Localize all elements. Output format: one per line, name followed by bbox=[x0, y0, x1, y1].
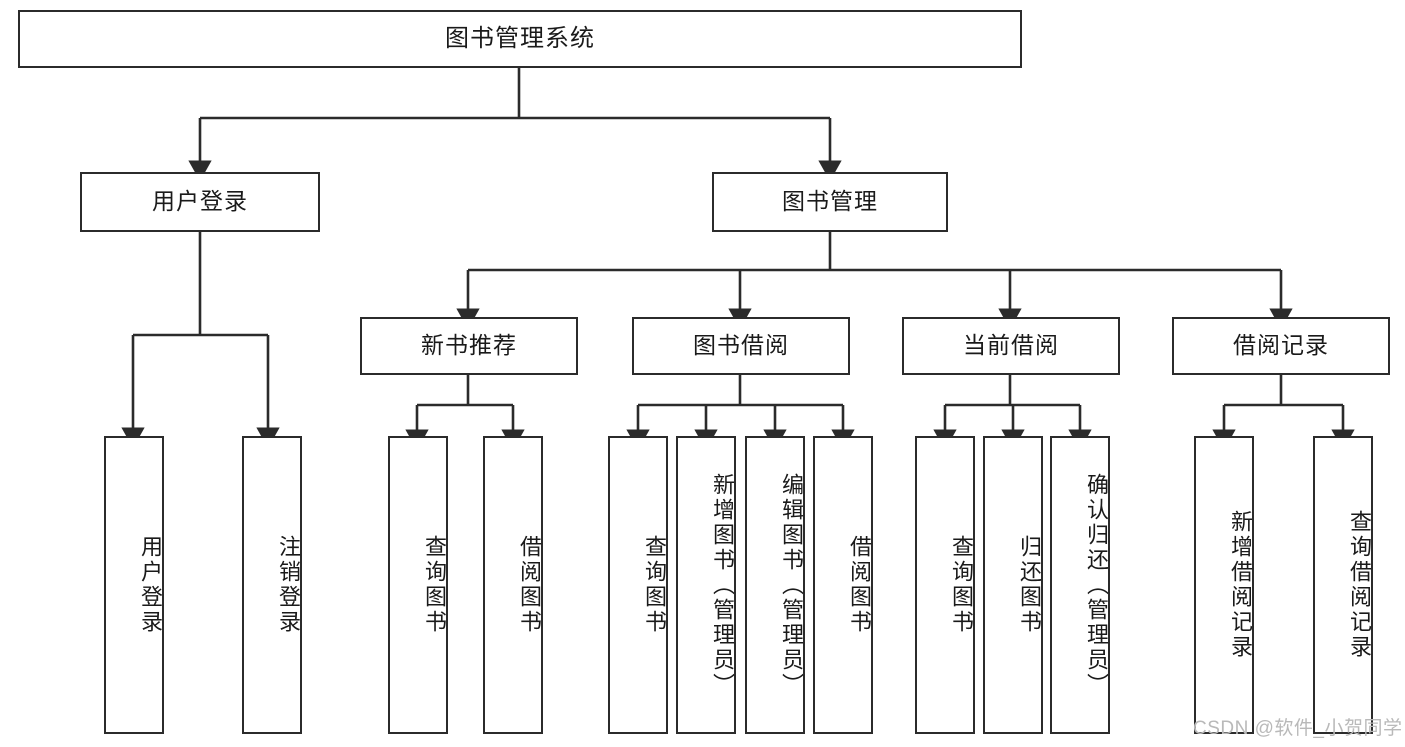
node-leaf-logout[interactable]: 注销登录 bbox=[242, 436, 302, 734]
node-user-login-label: 用户登录 bbox=[152, 188, 248, 215]
node-leaf-query-book-2-label: 查询图书 bbox=[642, 535, 667, 635]
node-leaf-edit-book[interactable]: 编辑图书（管理员） bbox=[745, 436, 805, 734]
node-leaf-query-book-1-label: 查询图书 bbox=[422, 535, 447, 635]
node-leaf-user-login-label: 用户登录 bbox=[138, 535, 163, 635]
node-new-book-recommend-label: 新书推荐 bbox=[421, 332, 517, 359]
node-leaf-query-book-3-label: 查询图书 bbox=[949, 535, 974, 635]
node-leaf-confirm-return[interactable]: 确认归还（管理员） bbox=[1050, 436, 1110, 734]
node-root-label: 图书管理系统 bbox=[445, 24, 595, 52]
node-borrow-record-label: 借阅记录 bbox=[1233, 332, 1329, 359]
node-current-borrow[interactable]: 当前借阅 bbox=[902, 317, 1120, 375]
node-root[interactable]: 图书管理系统 bbox=[18, 10, 1022, 68]
node-leaf-add-book-label: 新增图书（管理员） bbox=[710, 472, 735, 698]
node-leaf-query-record[interactable]: 查询借阅记录 bbox=[1313, 436, 1373, 734]
node-leaf-user-login[interactable]: 用户登录 bbox=[104, 436, 164, 734]
node-leaf-query-book-1[interactable]: 查询图书 bbox=[388, 436, 448, 734]
node-leaf-borrow-book-2[interactable]: 借阅图书 bbox=[813, 436, 873, 734]
watermark: CSDN @软件_小贺同学 bbox=[1193, 718, 1403, 739]
node-leaf-borrow-book-1-label: 借阅图书 bbox=[517, 535, 542, 635]
node-user-login[interactable]: 用户登录 bbox=[80, 172, 320, 232]
node-leaf-logout-label: 注销登录 bbox=[276, 535, 301, 635]
node-book-manage[interactable]: 图书管理 bbox=[712, 172, 948, 232]
node-leaf-return-book-label: 归还图书 bbox=[1017, 535, 1042, 635]
node-leaf-query-record-label: 查询借阅记录 bbox=[1347, 510, 1372, 660]
node-borrow-record[interactable]: 借阅记录 bbox=[1172, 317, 1390, 375]
node-leaf-edit-book-label: 编辑图书（管理员） bbox=[779, 472, 804, 698]
node-current-borrow-label: 当前借阅 bbox=[963, 332, 1059, 359]
node-new-book-recommend[interactable]: 新书推荐 bbox=[360, 317, 578, 375]
node-leaf-add-record-label: 新增借阅记录 bbox=[1228, 510, 1253, 660]
node-book-borrow[interactable]: 图书借阅 bbox=[632, 317, 850, 375]
node-leaf-borrow-book-2-label: 借阅图书 bbox=[847, 535, 872, 635]
node-leaf-return-book[interactable]: 归还图书 bbox=[983, 436, 1043, 734]
node-leaf-query-book-2[interactable]: 查询图书 bbox=[608, 436, 668, 734]
node-leaf-borrow-book-1[interactable]: 借阅图书 bbox=[483, 436, 543, 734]
node-book-borrow-label: 图书借阅 bbox=[693, 332, 789, 359]
node-leaf-add-book[interactable]: 新增图书（管理员） bbox=[676, 436, 736, 734]
node-leaf-query-book-3[interactable]: 查询图书 bbox=[915, 436, 975, 734]
node-leaf-add-record[interactable]: 新增借阅记录 bbox=[1194, 436, 1254, 734]
node-leaf-confirm-return-label: 确认归还（管理员） bbox=[1084, 472, 1109, 698]
node-book-manage-label: 图书管理 bbox=[782, 188, 878, 215]
